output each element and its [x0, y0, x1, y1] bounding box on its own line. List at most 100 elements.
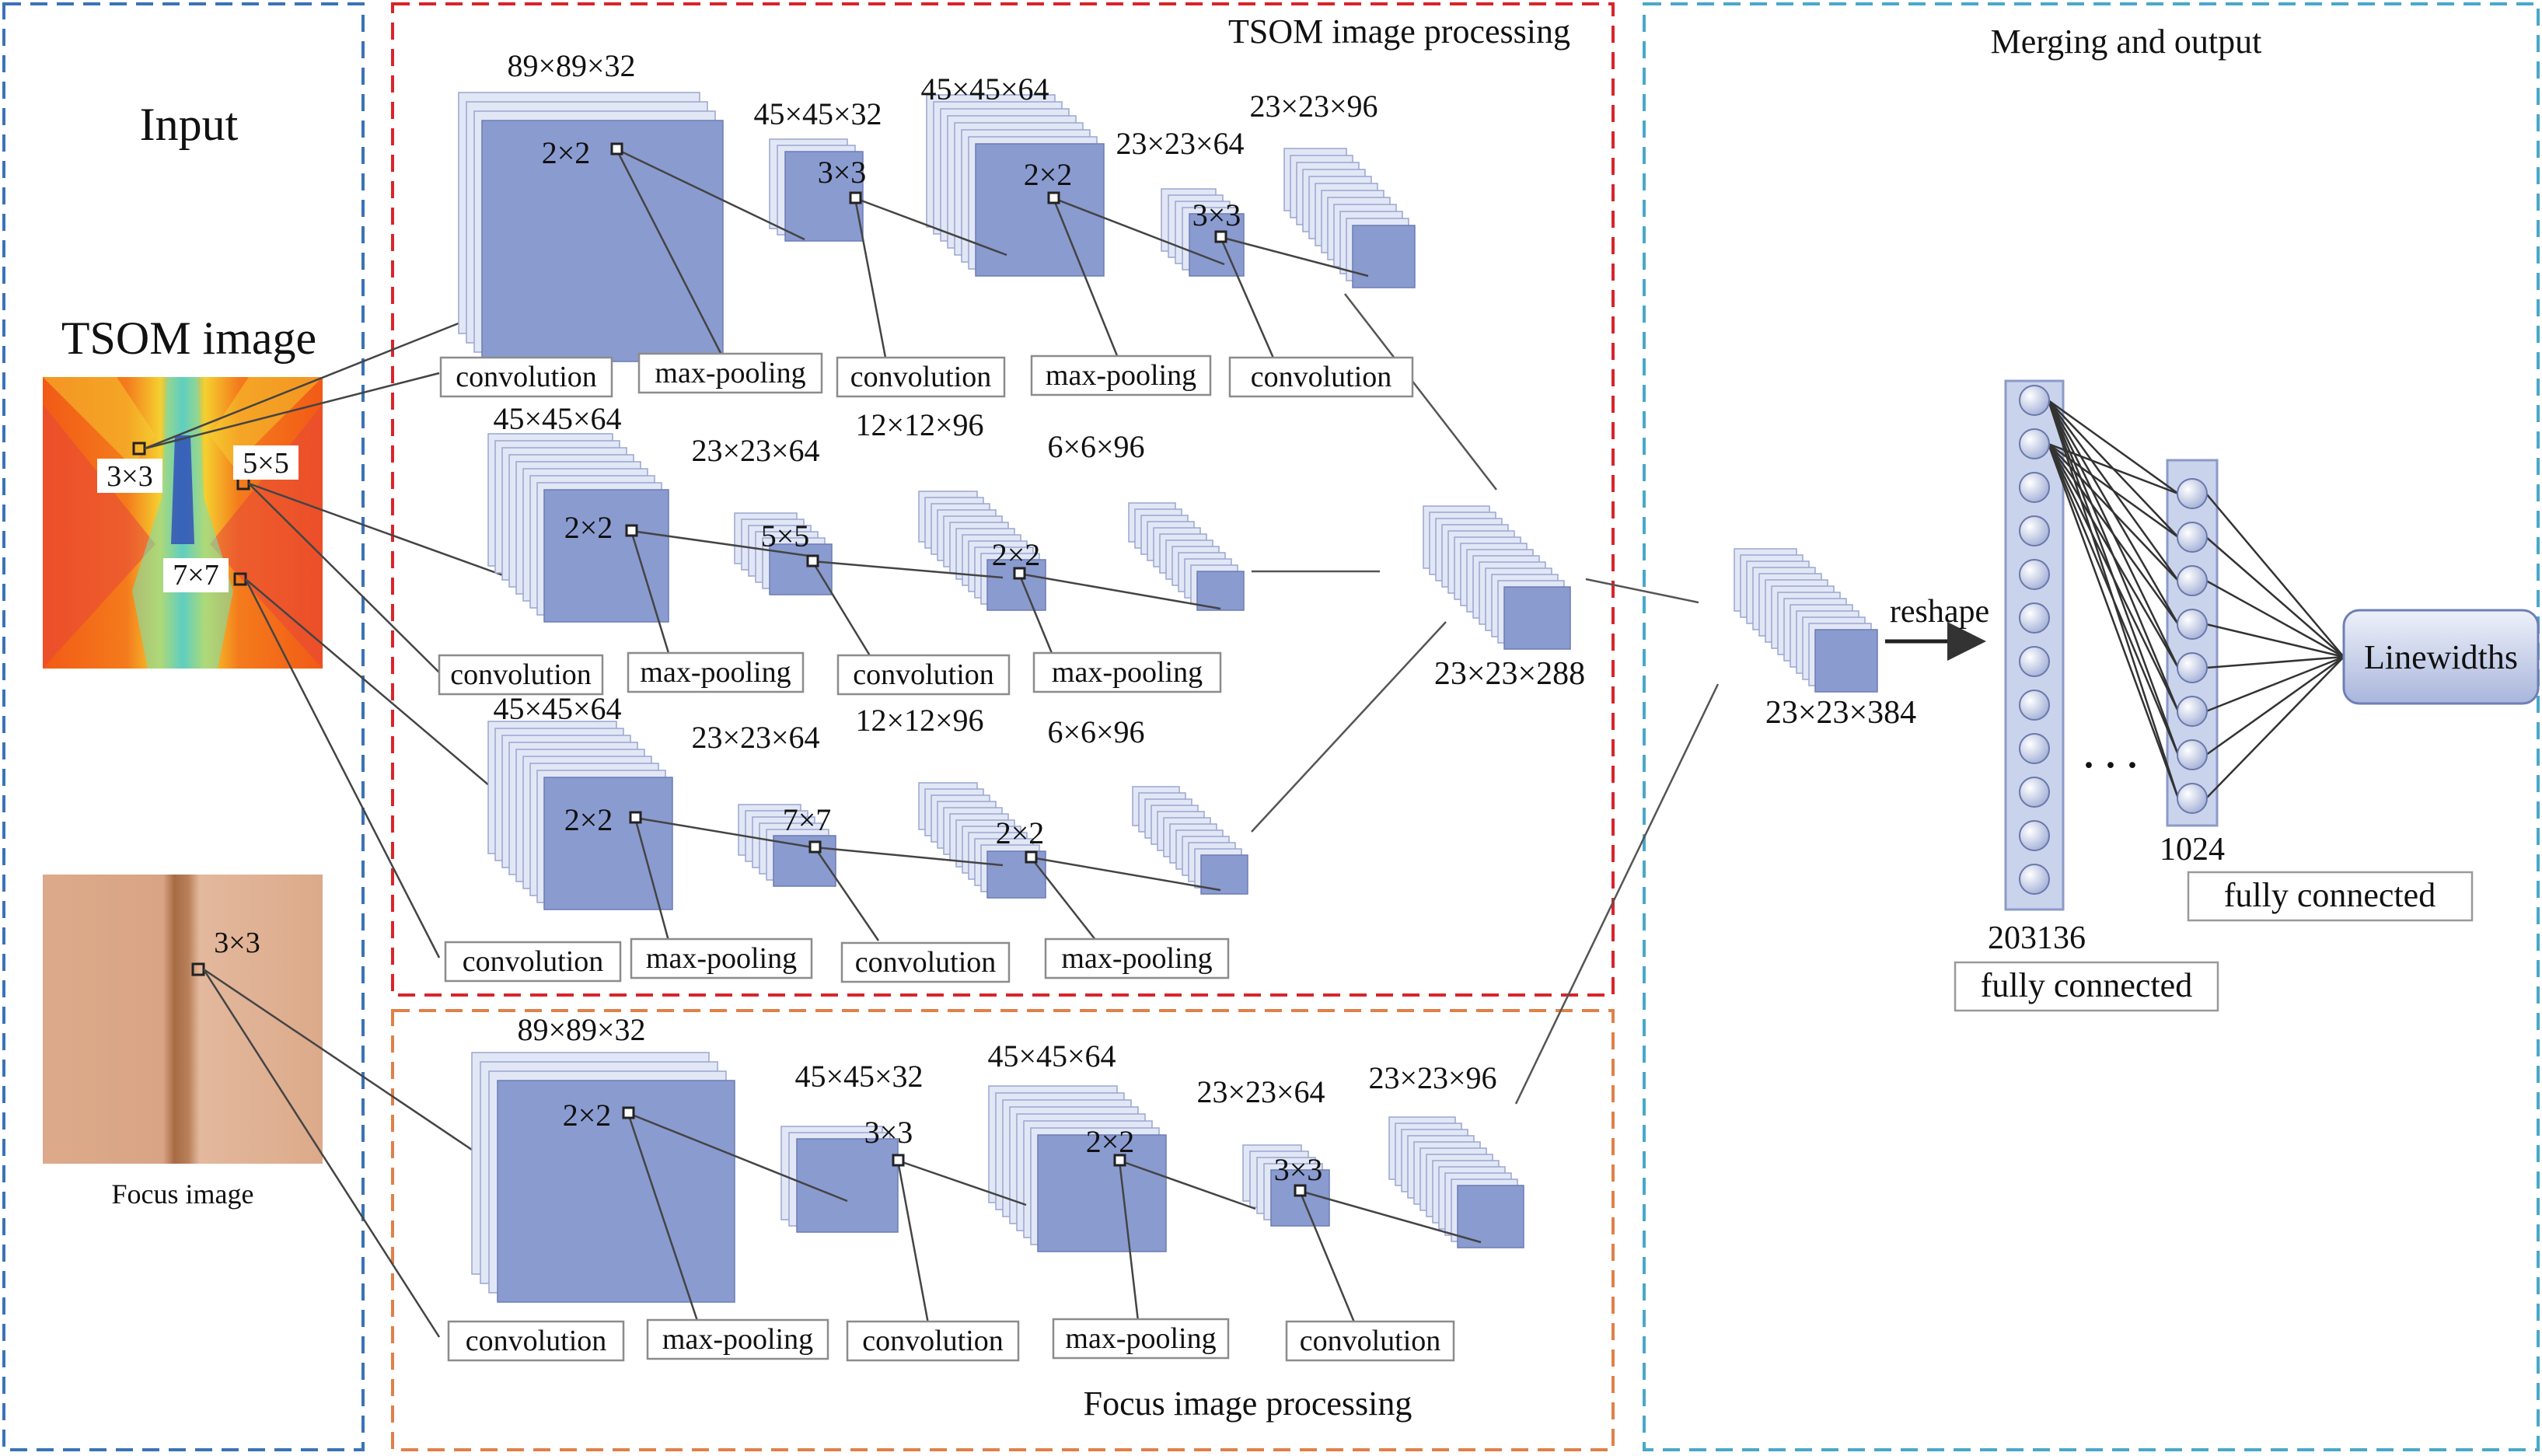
fc-output-connection: [2205, 493, 2345, 658]
focus-dim-5: 23×23×96: [1368, 1060, 1496, 1095]
layer-label-box: [846, 1320, 1020, 1362]
kernel-label-bg: [163, 558, 229, 592]
focus-image-caption: Focus image: [112, 1178, 254, 1210]
feature-map-front: [1037, 1134, 1167, 1252]
merging-panel: [1643, 2, 2540, 1451]
b2-dim-1: 45×45×64: [493, 401, 621, 436]
b1-dim-2: 45×45×32: [753, 96, 882, 131]
fc2-node: [2177, 565, 2208, 596]
b2-dim-3: 12×12×96: [855, 407, 983, 442]
b3-dim-4: 6×6×96: [1047, 714, 1144, 749]
focus-kernel-1: 2×2: [563, 1098, 612, 1133]
convolution-label: convolution: [463, 945, 604, 978]
fc-connection: [2047, 443, 2180, 625]
b2-kernel-3: 2×2: [992, 537, 1041, 572]
layer-label-box: [1044, 937, 1230, 979]
feature-map-front: [1814, 629, 1878, 693]
kernel-label-bg: [97, 459, 162, 493]
layer-label-box: [1285, 1320, 1455, 1362]
convolution-label: convolution: [853, 658, 994, 691]
layer-label-box: [438, 654, 604, 696]
convolution-label: convolution: [862, 1325, 1004, 1357]
convolution-label: convolution: [456, 361, 597, 393]
tsom-kernel-7x7-label: 7×7: [173, 559, 218, 592]
b1-dim-3: 45×45×64: [920, 72, 1049, 106]
focus-dim-3: 45×45×64: [987, 1039, 1116, 1074]
fc2-node: [2177, 783, 2208, 814]
fc1-node: [2019, 864, 2050, 895]
fc2-label: fully connected: [2224, 876, 2436, 914]
layer-label-box: [836, 356, 1006, 398]
fc1-node: [2019, 690, 2050, 721]
layer-label-box: [637, 352, 823, 394]
feature-map-front: [1270, 1169, 1330, 1227]
fc-output-connection: [2205, 536, 2345, 658]
fc1-label-box: [1954, 961, 2219, 1012]
reshape-label: reshape: [1890, 594, 1989, 630]
fc1-node: [2019, 820, 2050, 851]
feature-map-front: [796, 1138, 899, 1233]
fc1-node: [2019, 646, 2050, 677]
concat2-dims: 23×23×384: [1765, 695, 1916, 731]
layer-label-box: [439, 356, 613, 398]
layer-label-boxes: convolution max-pooling convolution max-poo…: [438, 352, 1455, 1362]
feature-map-front: [543, 489, 669, 623]
focus-processing-panel: [391, 1009, 1615, 1451]
focus-kernel-label: 3×3: [214, 927, 260, 959]
max-pooling-label: max-pooling: [646, 942, 797, 975]
fc-output-connection: [2205, 655, 2345, 669]
b3-dim-2: 23×23×64: [691, 720, 819, 755]
output-linewidths-label: Linewidths: [2364, 638, 2518, 676]
fc-output-connection: [2205, 623, 2345, 658]
layer-label-box: [1032, 651, 1222, 693]
feature-map-front: [986, 559, 1046, 611]
b1-dim-5: 23×23×96: [1249, 89, 1377, 124]
b3-kernel-2: 7×7: [783, 802, 832, 837]
feature-map-front: [543, 777, 673, 910]
convolution-label: convolution: [450, 658, 592, 691]
fc1-node: [2019, 385, 2050, 416]
tsom-processing-title: TSOM image processing: [1228, 12, 1570, 51]
layer-label-box: [840, 941, 1011, 983]
merging-panel-title: Merging and output: [1991, 23, 2262, 61]
fc2-node: [2177, 696, 2208, 727]
convolution-label: convolution: [1251, 361, 1392, 393]
max-pooling-label: max-pooling: [1052, 656, 1203, 689]
layer-label-box: [1228, 356, 1414, 398]
max-pooling-label: max-pooling: [662, 1323, 813, 1356]
fc1-node: [2019, 602, 2050, 634]
b2-dim-4: 6×6×96: [1047, 429, 1144, 464]
feature-map-front: [1457, 1185, 1524, 1248]
fc1-node: [2019, 472, 2050, 503]
max-pooling-label: max-pooling: [640, 656, 791, 689]
fc-output-connection: [2205, 655, 2345, 713]
fc1-node: [2019, 515, 2050, 546]
fc2-node: [2177, 522, 2208, 553]
focus-dim-1: 89×89×32: [517, 1012, 645, 1047]
feature-map-front: [1196, 571, 1245, 611]
fc-connection: [2047, 443, 2180, 756]
b3-kernel-1: 2×2: [564, 802, 613, 837]
feature-map-front: [1503, 586, 1571, 650]
fc2-label-box: [2187, 871, 2474, 922]
tsom-kernel-5x5-label: 5×5: [243, 447, 288, 480]
fc-connection: [2047, 443, 2180, 669]
feature-map-stacks: [458, 92, 1878, 1303]
fc-output-connection: [2205, 656, 2345, 799]
max-pooling-label: max-pooling: [1061, 942, 1212, 975]
kernel-label-bg: [233, 445, 299, 480]
layer-connector-lines: [615, 148, 1482, 1329]
flow-lines: [1251, 293, 1720, 1105]
fc1-node: [2019, 559, 2050, 590]
fc1-size: 203136: [1988, 920, 2086, 956]
b2-dim-2: 23×23×64: [691, 433, 819, 468]
concat1-dims: 23×23×288: [1434, 656, 1585, 692]
layer-label-box: [630, 937, 813, 979]
convolution-label: convolution: [855, 946, 997, 979]
layer-label-box: [447, 1320, 625, 1362]
input-panel-title: Input: [140, 99, 239, 150]
fc1-node: [2019, 428, 2050, 459]
fc2-node: [2177, 652, 2208, 683]
tsom-kernel-3x3-label: 3×3: [106, 460, 152, 493]
